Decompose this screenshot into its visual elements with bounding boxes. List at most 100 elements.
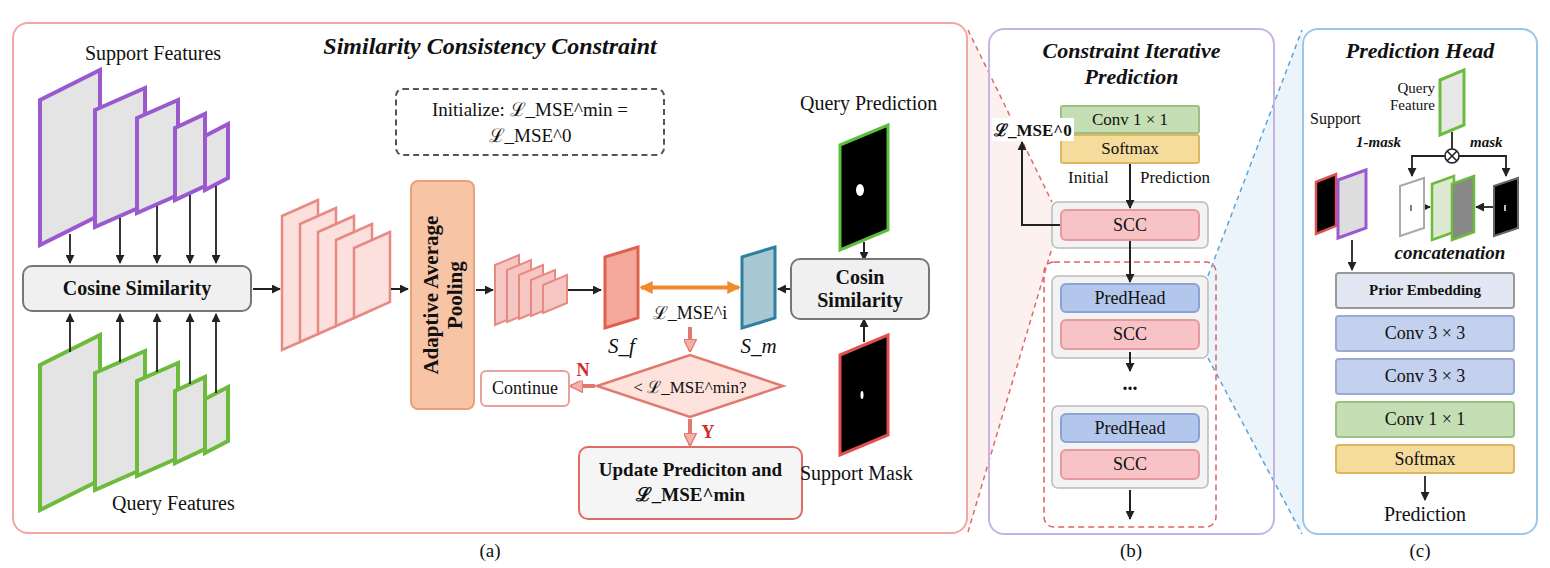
query-feature-map bbox=[1451, 132, 1453, 149]
figure-label: Query Features bbox=[112, 492, 235, 515]
masked-feature-maps bbox=[1494, 178, 1518, 236]
query-prediction-map bbox=[856, 184, 864, 196]
decision-text: < ℒ_MSE^min? bbox=[633, 375, 746, 398]
connector-arrow bbox=[778, 288, 790, 290]
query-feature-arrows bbox=[215, 314, 217, 393]
panel-title: Constraint Iterative Prediction bbox=[1002, 38, 1261, 91]
box-label: SCC bbox=[1113, 324, 1147, 345]
mask-branch-arrows bbox=[1351, 240, 1353, 270]
panel-title: Prediction Head bbox=[1316, 38, 1524, 64]
multiply-symbol bbox=[1445, 149, 1459, 163]
module-box: SCC bbox=[1060, 209, 1200, 241]
panel-frame: Constraint Iterative PredictionConv 1 × … bbox=[988, 28, 1275, 535]
panel-tag: (c) bbox=[1409, 540, 1430, 562]
panel-tag: (b) bbox=[1120, 540, 1142, 562]
iteration-arrows bbox=[1129, 352, 1131, 371]
query-feature-maps bbox=[40, 335, 100, 510]
flow-arrows bbox=[476, 289, 493, 291]
map-shape bbox=[603, 245, 640, 330]
support-maps bbox=[1316, 170, 1366, 238]
map-outline bbox=[742, 247, 775, 328]
query-feature-maps bbox=[175, 377, 205, 463]
query-prediction-map bbox=[840, 125, 888, 260]
mask-branch-arrows bbox=[1412, 156, 1445, 176]
query-feature-maps bbox=[40, 335, 228, 510]
figure-label: Query Prediction bbox=[800, 92, 937, 115]
box-label: Softmax bbox=[1101, 139, 1159, 159]
check-arrow bbox=[690, 327, 691, 351]
panel-tag: (a) bbox=[479, 540, 500, 562]
pooling-box: Adaptive Average Pooling bbox=[410, 180, 475, 410]
box-label: Softmax bbox=[1395, 449, 1456, 470]
support-feature-arrows bbox=[215, 186, 217, 263]
box-label: SCC bbox=[1113, 215, 1147, 236]
edge-label: N bbox=[574, 360, 593, 381]
query-feature-map bbox=[1440, 70, 1464, 149]
mask-branch-arrows bbox=[1424, 476, 1426, 500]
zoom-shading-pink bbox=[968, 30, 1052, 532]
box-label: Conv 1 × 1 bbox=[1385, 409, 1466, 430]
figure-label: Query Feature bbox=[1380, 80, 1435, 114]
layer-box: Conv 1 × 1 bbox=[1335, 401, 1515, 438]
connector-arrow bbox=[641, 286, 739, 290]
iteration-arrows bbox=[1129, 490, 1131, 519]
masked-feature-maps bbox=[1452, 176, 1474, 240]
support-mask-map bbox=[840, 319, 888, 455]
module-box: SCC bbox=[1060, 319, 1200, 350]
similarity-map: S_m bbox=[740, 245, 777, 330]
module-box: SCC bbox=[1060, 449, 1200, 480]
module-box: PredHead bbox=[1060, 413, 1200, 443]
similarity-map-stack bbox=[282, 200, 390, 350]
box-label: Update Prediciton and ℒ_MSE^min bbox=[584, 459, 797, 507]
block-wrappers bbox=[1052, 406, 1208, 488]
query-feature-maps bbox=[205, 387, 228, 453]
zoom-shading-blue bbox=[1208, 358, 1302, 534]
connector-arrow bbox=[571, 384, 595, 388]
query-feature-maps bbox=[137, 363, 178, 476]
process-box: Cosine Similarity bbox=[22, 265, 252, 312]
box-label: Conv 3 × 3 bbox=[1385, 366, 1466, 387]
zoom-shading-pink bbox=[968, 248, 1052, 532]
masked-feature-maps bbox=[1432, 176, 1454, 240]
support-feature-arrows bbox=[70, 186, 216, 263]
box-label: Adaptive Average Pooling bbox=[418, 195, 466, 395]
layer-box: Prior Embedding bbox=[1335, 272, 1515, 309]
layer-box: Softmax bbox=[1335, 444, 1515, 474]
connector-arrow bbox=[1129, 241, 1131, 282]
support-feature-arrows bbox=[119, 218, 121, 263]
support-feature-arrows bbox=[69, 234, 71, 263]
loss-label: ℒ_MSE^0 bbox=[992, 118, 1074, 141]
connector-arrow bbox=[1129, 164, 1131, 208]
output-label: Prediction bbox=[1384, 503, 1466, 526]
multiply-symbol bbox=[1445, 149, 1459, 163]
layer-box: Softmax bbox=[1060, 134, 1200, 164]
figure-label: Support Mask bbox=[800, 462, 913, 485]
support-maps bbox=[1316, 174, 1336, 234]
flow-label: Prediction bbox=[1140, 168, 1210, 188]
query-feature-map bbox=[1440, 70, 1464, 135]
module-box: PredHead bbox=[1060, 283, 1200, 313]
box-label: Conv 3 × 3 bbox=[1385, 323, 1466, 344]
diamond-outline bbox=[597, 355, 783, 417]
note-box: Initialize: ℒ_MSE^min = ℒ_MSE^0 bbox=[395, 88, 665, 156]
map-outline bbox=[605, 247, 638, 328]
similarity-map-stack bbox=[354, 232, 390, 318]
query-feature-arrows bbox=[156, 314, 158, 372]
mask-branch-arrows bbox=[1425, 206, 1430, 208]
query-feature-arrows bbox=[70, 314, 216, 393]
pooled-map-stack bbox=[495, 255, 567, 325]
support-mask-map bbox=[863, 319, 865, 342]
flow-arrows bbox=[253, 288, 280, 290]
query-feature-arrows bbox=[119, 314, 121, 362]
support-maps bbox=[1338, 170, 1366, 238]
iteration-group bbox=[1044, 262, 1216, 527]
box-label: Conv 1 × 1 bbox=[1092, 110, 1168, 130]
support-mask-map bbox=[861, 391, 864, 399]
flow-arrows bbox=[391, 288, 408, 290]
support-feature-maps bbox=[137, 100, 178, 213]
support-feature-arrows bbox=[189, 195, 191, 263]
process-box: Continue bbox=[480, 370, 570, 407]
process-box: Update Prediciton and ℒ_MSE^min bbox=[578, 446, 803, 520]
figure-label: Support Features bbox=[85, 42, 221, 65]
multiply-symbol bbox=[1447, 151, 1457, 161]
